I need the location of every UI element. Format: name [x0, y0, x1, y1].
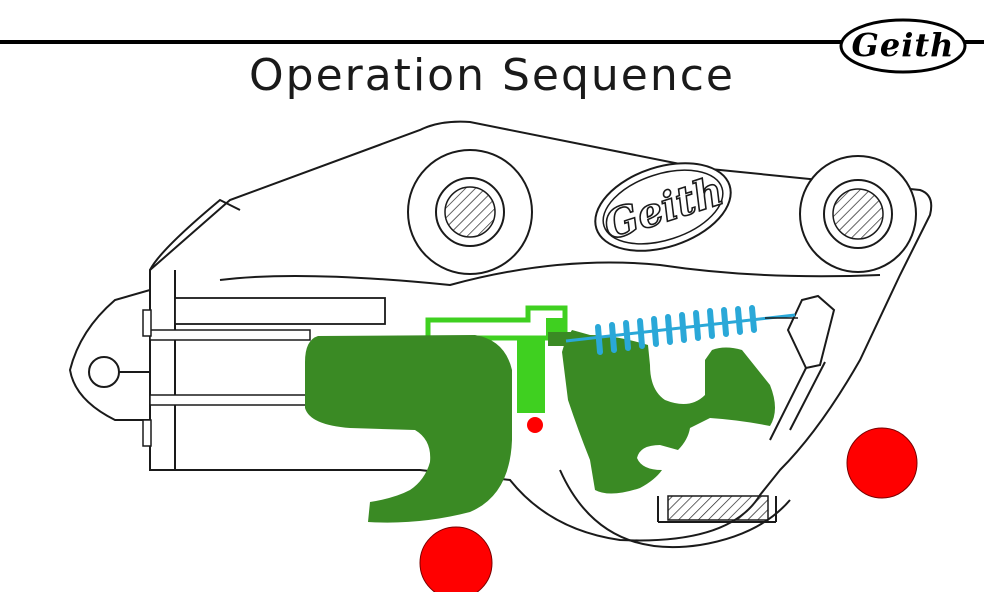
left-pin-hatched: [444, 186, 496, 238]
green-hook-left: [305, 335, 512, 523]
bracket-bar-top: [174, 297, 386, 325]
bracket-bolt-low: [142, 419, 152, 447]
right-pin-hatched: [832, 188, 884, 240]
coil-spring: [595, 305, 757, 355]
green-latch-right: [562, 330, 775, 494]
right-latch-link-b: [789, 361, 826, 431]
bracket-bar-mid: [149, 329, 311, 341]
green-plate-block: [517, 338, 545, 413]
logo-oval-icon: [839, 18, 967, 74]
bracket-bar-low: [149, 394, 311, 406]
logo-text: Geith: [851, 26, 955, 64]
left-eye-circle: [88, 356, 120, 388]
red-marker-right: [846, 427, 918, 499]
brand-logo: Geith: [838, 18, 968, 74]
body-logo-oval-inner: [602, 169, 724, 245]
slide-title: Operation Sequence: [249, 50, 735, 101]
title-rule: [0, 40, 984, 44]
right-latch-lever: [786, 294, 836, 370]
body-logo-oval: [594, 162, 732, 252]
green-latch-notch: [548, 332, 572, 346]
red-marker-small: [527, 417, 543, 433]
coupler-body-outline: [68, 120, 933, 542]
lower-hatched-block: [667, 495, 769, 521]
inner-plate-line: [219, 261, 881, 287]
bracket-bolt-top: [142, 309, 152, 337]
red-marker-lower-left: [419, 526, 493, 592]
right-latch-link-a: [769, 367, 807, 441]
